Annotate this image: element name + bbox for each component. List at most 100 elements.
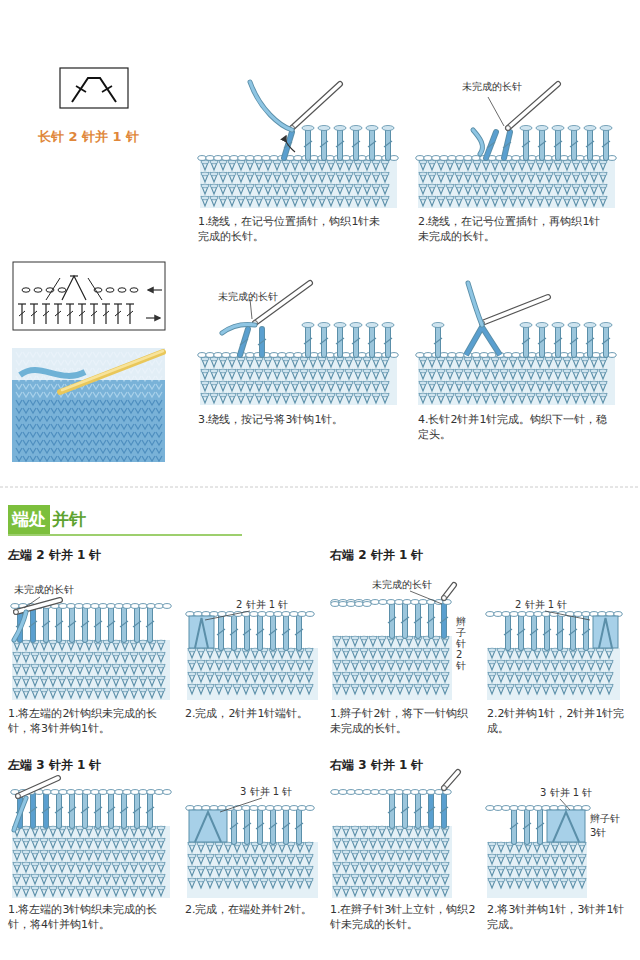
stitch-photo	[58, 400, 64, 405]
stitch-photo	[23, 440, 29, 445]
edge-illustration	[94, 652, 102, 656]
step-illustration	[455, 357, 463, 367]
step-illustration	[599, 393, 607, 397]
step-illustration	[428, 160, 436, 170]
step-illustration	[345, 369, 353, 373]
edge-illustration	[157, 652, 165, 656]
step-illustration	[520, 126, 532, 131]
stitch-photo	[121, 400, 127, 405]
step-illustration	[509, 184, 517, 188]
edge-illustration	[215, 684, 223, 694]
edge-illustration	[22, 652, 30, 656]
stitch-chart	[102, 303, 110, 304]
stitch-photo	[44, 400, 50, 405]
edge-illustration	[11, 778, 171, 898]
stitch-photo	[72, 416, 78, 421]
step-illustration	[576, 353, 584, 358]
step-illustration	[518, 160, 526, 170]
edge-illustration	[282, 612, 290, 617]
step-illustration	[282, 369, 290, 373]
edge-illustration	[233, 660, 241, 664]
stitch-chart	[22, 288, 30, 292]
step-illustration	[264, 393, 272, 397]
edge-illustration	[157, 676, 165, 680]
step-illustration	[527, 184, 535, 188]
edge-illustration	[22, 676, 30, 686]
edge-illustration	[250, 612, 258, 617]
step-illustration	[352, 338, 360, 344]
step-illustration	[590, 196, 598, 200]
stitch-photo	[72, 440, 78, 445]
step-illustration	[482, 297, 548, 323]
stitch-photo	[65, 432, 71, 437]
edge-illustration	[596, 660, 604, 670]
step-illustration	[570, 338, 578, 344]
edge-illustration	[215, 660, 223, 664]
edge-illustration	[103, 688, 111, 692]
edge-illustration	[197, 672, 205, 682]
edge-illustration	[533, 672, 541, 682]
edge-illustration	[94, 664, 102, 674]
step-illustration	[602, 338, 610, 344]
stitch-photo	[44, 424, 50, 429]
step-illustration	[599, 393, 607, 403]
step-illustration	[440, 353, 448, 358]
step-illustration	[201, 357, 209, 367]
step-illustration	[500, 172, 508, 176]
edge-illustration	[432, 684, 440, 688]
edge-illustration	[40, 652, 48, 662]
edge-illustration	[351, 648, 359, 652]
step-illustration	[545, 172, 553, 182]
step-illustration	[210, 357, 218, 367]
step-illustration	[563, 184, 571, 188]
step-illustration	[522, 141, 530, 147]
edge-illustration	[11, 604, 19, 609]
edge-illustration	[94, 688, 102, 692]
step-illustration	[544, 353, 552, 358]
edge-illustration	[396, 684, 404, 688]
stitch-chart	[62, 276, 86, 300]
edge-illustration	[488, 684, 496, 688]
edge-illustration	[369, 672, 377, 682]
step-illustration	[482, 160, 490, 170]
stitch-photo	[30, 384, 36, 389]
edge-illustration	[14, 612, 26, 640]
edge-illustration	[506, 672, 514, 676]
step-illustration	[456, 353, 464, 358]
step-illustration	[246, 381, 254, 391]
edge-illustration	[402, 604, 408, 636]
stitch-chart	[106, 288, 114, 292]
step-illustration	[381, 196, 389, 206]
step-illustration	[278, 353, 286, 358]
edge-illustration	[14, 610, 19, 615]
stitch-photo	[51, 416, 57, 421]
step-illustration	[527, 196, 535, 206]
stitch-symbol	[60, 68, 128, 108]
stitch-chart	[70, 275, 78, 276]
edge-illustration	[423, 660, 431, 670]
edge-illustration	[342, 672, 350, 682]
edge-illustration	[148, 664, 156, 668]
step-illustration	[545, 184, 553, 188]
edge-illustration	[578, 672, 586, 676]
step-illustration	[482, 369, 490, 379]
step-illustration	[198, 82, 398, 208]
edge-illustration	[504, 629, 512, 635]
stitch-symbol	[102, 86, 112, 92]
step-illustration	[381, 393, 389, 403]
stitch-photo	[128, 440, 134, 445]
stitch-photo	[23, 400, 29, 405]
edge-illustration	[94, 621, 102, 627]
step-illustration	[358, 353, 366, 358]
step-illustration	[428, 393, 436, 397]
edge-illustration	[31, 664, 39, 668]
stitch-photo	[156, 456, 162, 461]
step-illustration	[318, 196, 326, 206]
step-illustration	[381, 369, 389, 373]
step-illustration	[500, 172, 508, 182]
edge-illustration	[333, 672, 341, 682]
edge-illustration	[560, 672, 568, 676]
stitch-photo	[149, 408, 155, 413]
step-illustration	[353, 130, 359, 158]
edge-illustration	[387, 648, 395, 658]
